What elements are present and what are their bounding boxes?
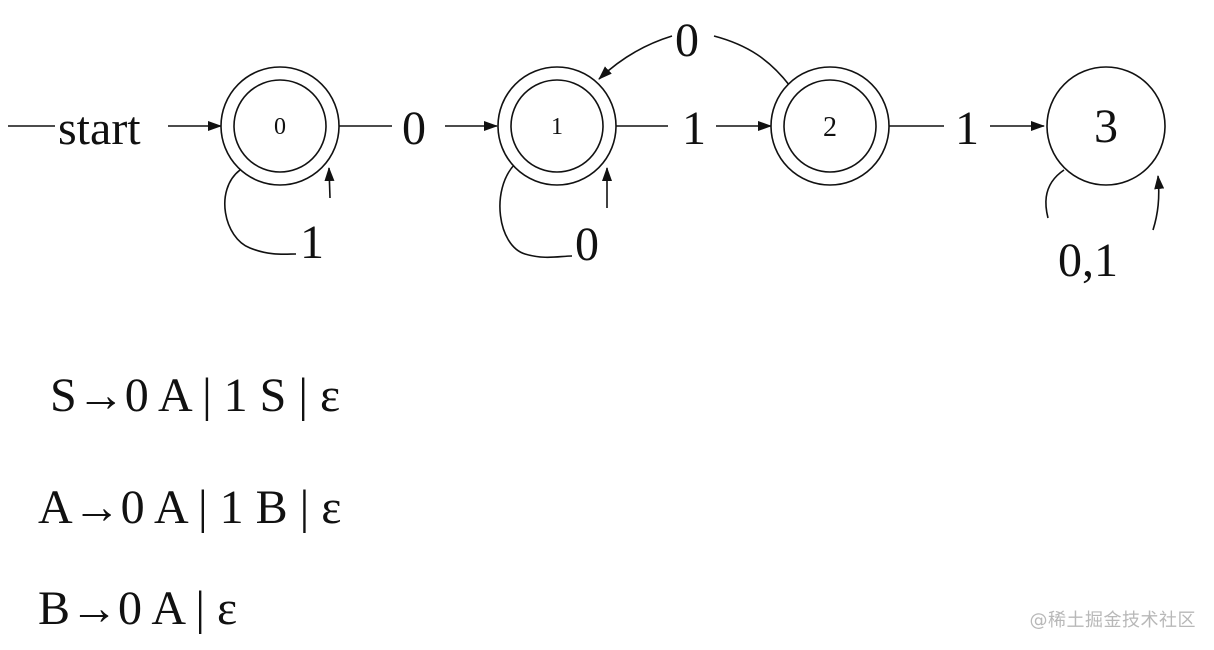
grammar-rule-s: S→0 A | 1 S | ε	[50, 369, 341, 422]
state-3: 3	[1046, 66, 1166, 186]
self-loop-state-1	[499, 163, 573, 259]
state-0-inner-ring	[233, 79, 327, 173]
transition-0-to-1-label: 0	[402, 102, 426, 155]
start-label: start	[58, 102, 141, 155]
state-2: 2	[770, 66, 890, 186]
transition-2-to-3-label: 1	[955, 102, 979, 155]
state-1-inner-ring	[510, 79, 604, 173]
self-loop-state-0	[224, 169, 297, 256]
self-loop-state-3	[1045, 169, 1065, 219]
state-3-ring	[1046, 66, 1166, 186]
state-3-label: 3	[1094, 100, 1118, 153]
grammar-rule-a: A→0 A | 1 B | ε	[38, 481, 342, 534]
transition-2-to-1-curve-left	[598, 35, 673, 80]
transition-2-to-1-curve-right	[713, 35, 791, 87]
self-loop-state-3-right	[1152, 175, 1165, 231]
state-0: 0	[220, 66, 340, 186]
grammar-rule-b: B→0 A | ε	[38, 582, 238, 635]
transition-2-to-1-label: 0	[675, 14, 699, 67]
state-1-label: 1	[551, 114, 563, 140]
state-2-label: 2	[823, 112, 837, 143]
state-2-inner-ring	[783, 79, 877, 173]
self-loop-state-0-label: 1	[300, 216, 324, 269]
self-loop-state-3-label: 0,1	[1058, 234, 1118, 287]
transition-1-to-2-label: 1	[682, 102, 706, 155]
self-loop-state-0-arrow	[324, 167, 335, 199]
state-0-label: 0	[274, 114, 286, 140]
automaton-diagram: start 0 1 1 0 1 0 0,1 0	[8, 14, 1166, 287]
state-1: 1	[497, 66, 617, 186]
self-loop-state-1-label: 0	[575, 218, 599, 271]
watermark: @稀土掘金技术社区	[1029, 610, 1196, 631]
